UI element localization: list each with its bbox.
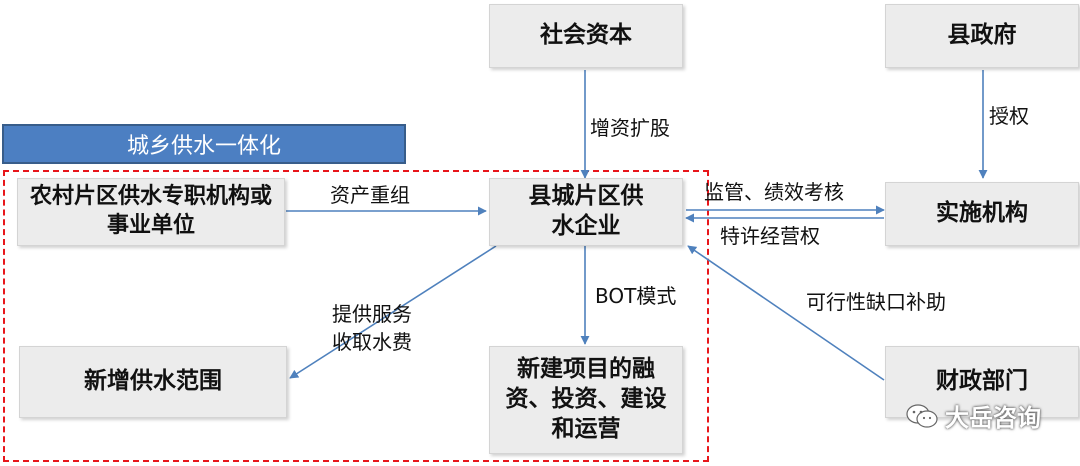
label-collect-fees: 收取水费	[332, 330, 412, 354]
county-government-box: 县政府	[885, 4, 1079, 68]
label-bot-mode: BOT模式	[595, 284, 677, 308]
new-supply-area-box: 新增供水范围	[19, 346, 287, 418]
rural-water-agency-box: 农村片区供水专职机构或事业单位	[17, 178, 285, 246]
integration-boundary	[3, 170, 709, 462]
implementing-agency-box: 实施机构	[885, 182, 1079, 246]
county-water-enterprise-box: 县城片区供水企业	[489, 178, 683, 246]
wechat-icon	[906, 403, 938, 428]
label-authorization: 授权	[989, 104, 1029, 128]
arrow-finance-to-county-water	[687, 245, 885, 381]
label-asset-restructuring: 资产重组	[330, 183, 410, 207]
label-supervision: 监管、绩效考核	[704, 180, 844, 204]
urban-rural-integration-banner: 城乡供水一体化	[2, 124, 406, 164]
label-provide-service: 提供服务	[332, 302, 412, 326]
label-capital-increase: 增资扩股	[590, 116, 670, 140]
label-viability-gap: 可行性缺口补助	[806, 290, 946, 314]
arrow-county-water-to-supply-area	[289, 245, 497, 379]
new-project-box: 新建项目的融资、投资、建设和运营	[489, 346, 683, 454]
watermark: 大岳咨询	[905, 398, 1041, 433]
label-franchise: 特许经营权	[720, 224, 820, 248]
watermark-text: 大岳咨询	[945, 404, 1041, 432]
social-capital-box: 社会资本	[489, 4, 683, 68]
